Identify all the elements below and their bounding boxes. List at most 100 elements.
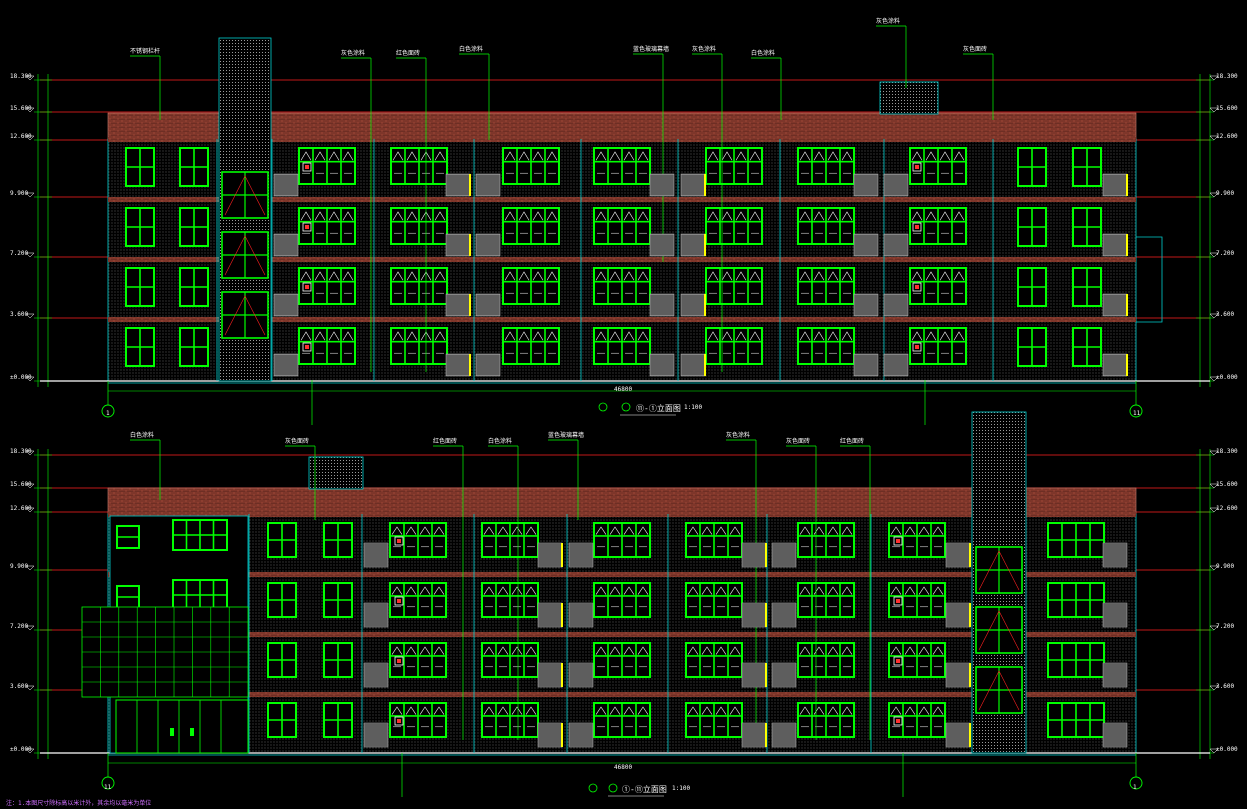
window xyxy=(179,207,209,247)
ac-louver xyxy=(883,233,909,257)
window-opening-mark xyxy=(623,586,635,595)
floor-band xyxy=(108,317,1136,322)
window-opening-mark xyxy=(419,526,431,535)
window-opening-mark xyxy=(525,586,537,595)
window-opening-mark xyxy=(532,151,544,161)
window-opening-mark xyxy=(841,151,853,161)
window-opening-mark xyxy=(391,526,403,535)
window-opening-mark xyxy=(827,586,839,595)
window-opening-mark xyxy=(595,706,607,715)
callout-label: 蓝色玻璃幕墙 xyxy=(548,431,584,439)
ac-louver xyxy=(537,542,563,568)
fire-hydrant-dot xyxy=(896,599,900,603)
window xyxy=(888,642,946,678)
window-opening-mark xyxy=(328,271,340,281)
window-opening-mark xyxy=(721,211,733,221)
window-opening-mark xyxy=(532,211,544,221)
window-opening-mark xyxy=(799,151,811,161)
window xyxy=(125,207,155,247)
window-opening-mark xyxy=(890,706,902,715)
window-opening-mark xyxy=(623,706,635,715)
window xyxy=(481,702,539,738)
window-opening-mark xyxy=(419,646,431,655)
window xyxy=(323,522,353,558)
window xyxy=(125,267,155,307)
window xyxy=(179,327,209,367)
window xyxy=(179,147,209,187)
window-opening-mark xyxy=(904,586,916,595)
window-opening-mark xyxy=(518,151,530,161)
ac-louver xyxy=(1102,602,1128,628)
brick-parapet xyxy=(107,112,1137,140)
level-tag-right: 12.600 xyxy=(1216,133,1238,140)
fire-hydrant-dot xyxy=(915,165,919,169)
window-opening-mark xyxy=(391,586,403,595)
window-opening-mark xyxy=(932,646,944,655)
level-symbol xyxy=(25,685,35,691)
floor-band xyxy=(108,512,1136,517)
level-tag-left: 18.300 xyxy=(10,448,32,455)
ac-louver xyxy=(1102,662,1128,688)
window xyxy=(797,702,855,738)
callout-label: 白色涂料 xyxy=(130,431,154,439)
callout-label: 蓝色玻璃幕墙 xyxy=(633,45,669,53)
window-opening-mark xyxy=(434,331,446,341)
door-handle xyxy=(190,728,194,736)
window xyxy=(267,582,297,618)
ac-louver xyxy=(475,293,501,317)
window-opening-mark xyxy=(623,271,635,281)
ac-louver xyxy=(945,722,971,748)
window-opening-mark xyxy=(623,331,635,341)
window xyxy=(323,702,353,738)
ac-louver xyxy=(771,662,797,688)
window xyxy=(797,147,855,185)
fire-hydrant-dot xyxy=(896,539,900,543)
ac-louver xyxy=(363,662,389,688)
level-symbol xyxy=(25,135,35,141)
window-opening-mark xyxy=(406,271,418,281)
window-opening-mark xyxy=(932,526,944,535)
ac-louver xyxy=(853,293,879,317)
lower-title-block: ①-⑪立面图 1:100 46800 11 1 xyxy=(104,764,1137,797)
level-symbol xyxy=(25,252,35,258)
level-tag-left: 7.200 xyxy=(10,623,28,630)
callout-label: 灰色面砖 xyxy=(786,437,810,445)
window-opening-mark xyxy=(434,151,446,161)
ac-louver xyxy=(445,173,471,197)
window xyxy=(1017,327,1047,367)
window xyxy=(389,522,447,558)
ac-louver xyxy=(945,662,971,688)
window-opening-mark xyxy=(483,706,495,715)
window-opening-mark xyxy=(504,211,516,221)
window-opening-mark xyxy=(841,331,853,341)
fire-hydrant-dot xyxy=(305,285,309,289)
level-symbol xyxy=(25,450,35,456)
level-symbol xyxy=(25,192,35,198)
level-tag-right: ±0.000 xyxy=(1216,374,1238,381)
window xyxy=(323,642,353,678)
window xyxy=(502,147,560,185)
window-opening-mark xyxy=(953,331,965,341)
level-tag-left: 9.900 xyxy=(10,563,28,570)
ac-louver xyxy=(741,602,767,628)
window-opening-mark xyxy=(701,586,713,595)
window xyxy=(705,147,763,185)
window-opening-mark xyxy=(314,271,326,281)
window-opening-mark xyxy=(392,151,404,161)
level-symbol xyxy=(1209,565,1219,571)
window-opening-mark xyxy=(300,151,312,161)
window-opening-mark xyxy=(392,271,404,281)
window-opening-mark xyxy=(609,271,621,281)
window-opening-mark xyxy=(932,586,944,595)
window xyxy=(1017,267,1047,307)
window-opening-mark xyxy=(595,211,607,221)
window-opening-mark xyxy=(841,646,853,655)
fire-hydrant-dot xyxy=(896,719,900,723)
window-opening-mark xyxy=(405,706,417,715)
window-opening-mark xyxy=(623,151,635,161)
callout-label: 红色面砖 xyxy=(433,437,457,445)
window xyxy=(125,327,155,367)
window xyxy=(593,522,651,558)
window xyxy=(797,582,855,618)
ac-louver xyxy=(568,722,594,748)
